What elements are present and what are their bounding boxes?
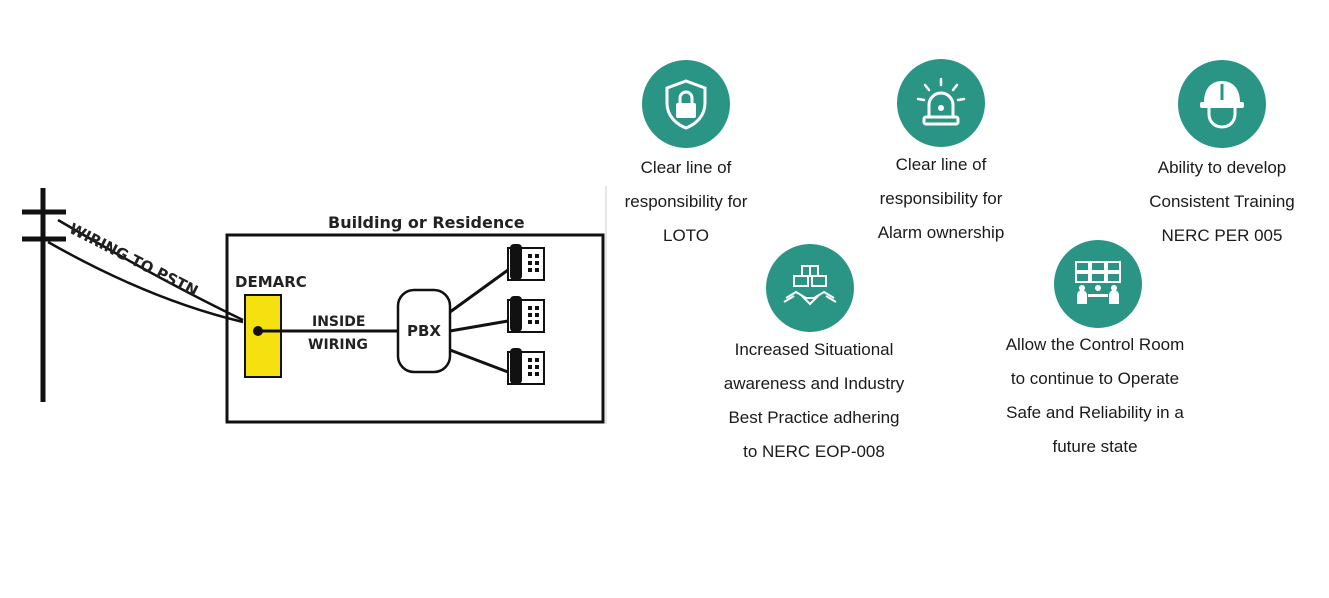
handshake-icon	[766, 244, 854, 332]
caption-line: Consistent Training	[1149, 192, 1295, 211]
phone-icon	[507, 244, 545, 281]
caption-line: Increased Situational	[734, 340, 894, 359]
pstn-cable	[47, 218, 244, 324]
pbx-label: PBX	[407, 322, 441, 340]
caption-line: Clear line of	[640, 158, 732, 177]
benefit-caption-training: Ability to develop Consistent Training N…	[1112, 151, 1329, 253]
caption-line: responsibility for	[879, 189, 1003, 208]
caption-line: future state	[1052, 437, 1138, 456]
demarc-label: DEMARC	[235, 273, 307, 291]
caption-line: Best Practice adhering	[728, 408, 900, 427]
caption-line: Ability to develop	[1157, 158, 1287, 177]
caption-line: Alarm ownership	[877, 223, 1005, 242]
phone-lines	[449, 268, 509, 374]
inside-label: INSIDE	[312, 314, 365, 330]
building-label: Building or Residence	[328, 213, 525, 232]
benefit-caption-control-room: Allow the Control Room to continue to Op…	[985, 328, 1205, 464]
benefit-caption-loto: Clear line of responsibility for LOTO	[576, 151, 796, 253]
caption-line: NERC PER 005	[1161, 226, 1283, 245]
caption-line: Allow the Control Room	[1005, 335, 1185, 354]
wiring-label: WIRING	[308, 337, 368, 353]
utility-pole	[22, 188, 66, 402]
demarc-box	[244, 294, 282, 378]
telecom-wiring-diagram: WIRING TO PSTN Building or Residence DEM…	[22, 186, 607, 424]
benefit-caption-alarm: Clear line of responsibility for Alarm o…	[831, 148, 1051, 250]
control-room-icon	[1054, 240, 1142, 328]
wiring-to-pstn-label: WIRING TO PSTN	[66, 220, 201, 301]
benefit-caption-situational: Increased Situational awareness and Indu…	[704, 333, 924, 469]
caption-line: responsibility for	[624, 192, 748, 211]
phone-icon	[507, 348, 545, 385]
alarm-light-icon	[897, 59, 985, 147]
hard-hat-icon	[1178, 60, 1266, 148]
caption-line: to continue to Operate	[1010, 369, 1180, 388]
caption-line: LOTO	[663, 226, 709, 245]
caption-line: awareness and Industry	[723, 374, 905, 393]
building-box	[225, 233, 605, 424]
lock-shield-icon	[642, 60, 730, 148]
caption-line: Clear line of	[895, 155, 987, 174]
caption-line: to NERC EOP-008	[743, 442, 885, 461]
phone-icon	[507, 296, 545, 333]
caption-line: Safe and Reliability in a	[1006, 403, 1184, 422]
